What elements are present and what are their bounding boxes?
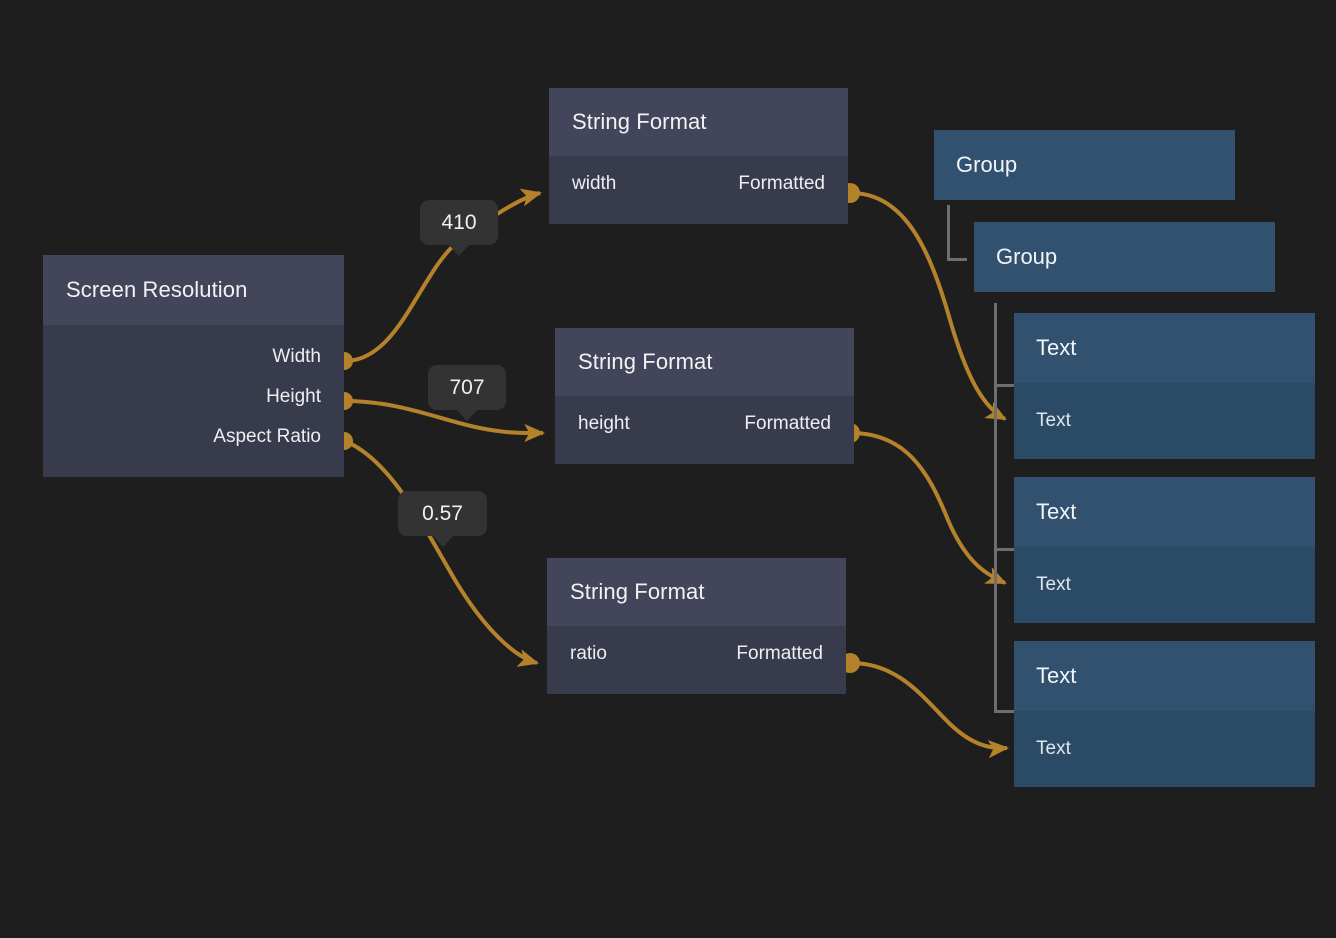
tree-line-inner-vertical xyxy=(994,303,997,713)
input-label-width: width xyxy=(572,173,617,194)
node-group-inner-header[interactable]: Group xyxy=(974,222,1275,292)
io-row-width[interactable]: width Formatted xyxy=(549,156,848,212)
output-label-height: Height xyxy=(266,386,321,407)
tree-line-inner-tick-2 xyxy=(994,548,1014,551)
output-label-formatted-ratio: Formatted xyxy=(736,643,823,664)
width-value-badge-label: 410 xyxy=(441,210,477,234)
output-label-formatted-height: Formatted xyxy=(744,413,831,434)
node-text-3-header[interactable]: Text xyxy=(1014,641,1315,711)
tree-line-inner-tick-3 xyxy=(994,710,1014,713)
node-text-2[interactable]: Text Text xyxy=(1014,477,1315,623)
node-text-1-header[interactable]: Text xyxy=(1014,313,1315,383)
node-text-1-body[interactable]: Text xyxy=(1014,383,1315,459)
node-text-3-title: Text xyxy=(1036,663,1077,688)
input-label-ratio: ratio xyxy=(570,643,607,664)
output-row-aspect-ratio[interactable]: Aspect Ratio xyxy=(43,417,344,457)
width-value-badge-tail xyxy=(448,244,470,256)
node-text-1-title: Text xyxy=(1036,335,1077,360)
node-text-1[interactable]: Text Text xyxy=(1014,313,1315,459)
edge-format-height-to-text2 xyxy=(850,431,1007,585)
node-string-format-height[interactable]: String Format height Formatted xyxy=(555,328,854,464)
node-group-inner[interactable]: Group xyxy=(974,222,1275,292)
node-text-3-value: Text xyxy=(1036,738,1071,759)
ratio-value-badge[interactable]: 0.57 xyxy=(398,491,487,547)
tree-line-outer-vertical xyxy=(947,205,950,260)
node-group-inner-title: Group xyxy=(996,244,1058,269)
height-value-badge-tail xyxy=(456,409,478,421)
node-text-2-body[interactable]: Text xyxy=(1014,547,1315,623)
node-string-format-height-header[interactable]: String Format xyxy=(555,328,854,396)
node-text-2-value: Text xyxy=(1036,574,1071,595)
node-screen-resolution-header[interactable]: Screen Resolution xyxy=(43,255,344,325)
node-string-format-height-body: height Formatted xyxy=(555,396,854,464)
node-text-2-title: Text xyxy=(1036,499,1077,524)
edge-format-ratio-to-text3 xyxy=(850,661,1010,759)
output-label-width: Width xyxy=(272,346,321,367)
io-row-height[interactable]: height Formatted xyxy=(555,396,854,452)
node-text-2-header[interactable]: Text xyxy=(1014,477,1315,547)
edge-ratio-to-string-format xyxy=(344,439,540,667)
node-string-format-width-body: width Formatted xyxy=(549,156,848,224)
node-screen-resolution[interactable]: Screen Resolution Width Height Aspect Ra… xyxy=(43,255,344,477)
node-string-format-ratio[interactable]: String Format ratio Formatted xyxy=(547,558,846,694)
node-string-format-width-title: String Format xyxy=(572,109,707,134)
node-string-format-ratio-body: ratio Formatted xyxy=(547,626,846,694)
node-text-3-body[interactable]: Text xyxy=(1014,711,1315,787)
node-string-format-width[interactable]: String Format width Formatted xyxy=(549,88,848,224)
tree-line-inner-tick-1 xyxy=(994,384,1014,387)
height-value-badge-label: 707 xyxy=(449,375,485,399)
node-screen-resolution-body: Width Height Aspect Ratio xyxy=(43,325,344,477)
node-string-format-height-title: String Format xyxy=(578,349,713,374)
node-string-format-ratio-title: String Format xyxy=(570,579,705,604)
height-value-badge[interactable]: 707 xyxy=(428,365,506,421)
input-label-height: height xyxy=(578,413,630,434)
output-row-height[interactable]: Height xyxy=(43,377,344,417)
node-group-outer-header[interactable]: Group xyxy=(934,130,1235,200)
width-value-badge[interactable]: 410 xyxy=(420,200,498,256)
node-text-1-value: Text xyxy=(1036,410,1071,431)
node-string-format-ratio-header[interactable]: String Format xyxy=(547,558,846,626)
output-label-aspect-ratio: Aspect Ratio xyxy=(213,426,321,447)
ratio-value-badge-tail xyxy=(431,535,454,547)
output-row-width[interactable]: Width xyxy=(43,337,344,377)
node-string-format-width-header[interactable]: String Format xyxy=(549,88,848,156)
node-group-outer[interactable]: Group xyxy=(934,130,1235,200)
output-label-formatted-width: Formatted xyxy=(738,173,825,194)
tree-line-outer-tick xyxy=(947,258,967,261)
node-text-3[interactable]: Text Text xyxy=(1014,641,1315,787)
node-group-outer-title: Group xyxy=(956,152,1018,177)
ratio-value-badge-label: 0.57 xyxy=(422,501,463,525)
node-screen-resolution-title: Screen Resolution xyxy=(66,277,248,302)
io-row-ratio[interactable]: ratio Formatted xyxy=(547,626,846,682)
